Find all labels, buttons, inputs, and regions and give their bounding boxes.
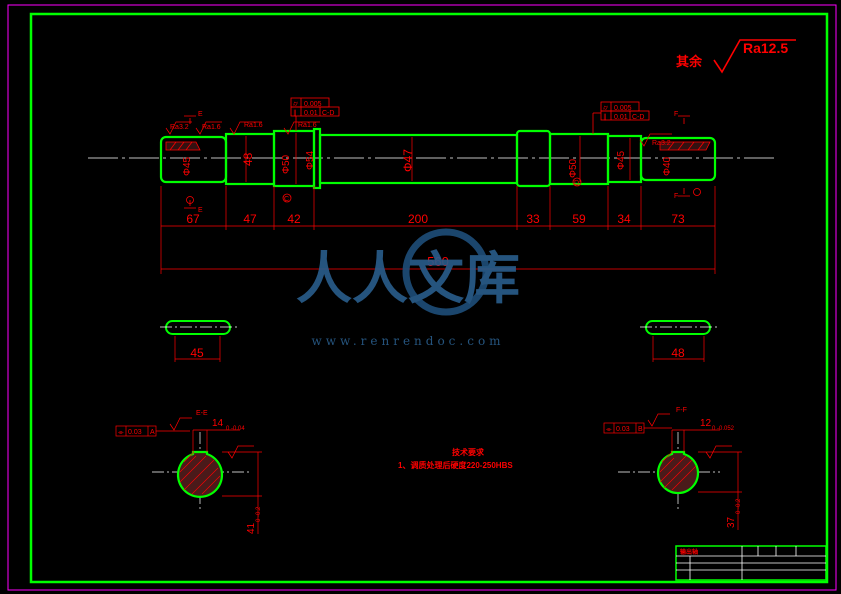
svg-text:E: E xyxy=(198,207,203,214)
length-59: 59 xyxy=(572,212,586,226)
shaft-main-view xyxy=(159,127,717,190)
svg-text:0.005: 0.005 xyxy=(614,105,632,112)
title-block-name: 输出轴 xyxy=(680,548,698,556)
svg-text:∥: ∥ xyxy=(603,113,607,121)
roughness-value: Ra12.5 xyxy=(743,40,788,56)
svg-text:Ra1.6: Ra1.6 xyxy=(202,124,221,131)
datum-markers xyxy=(186,177,701,204)
svg-text:⌯: ⌯ xyxy=(606,426,612,433)
svg-text:Ra3.2: Ra3.2 xyxy=(170,124,189,131)
length-34: 34 xyxy=(617,212,631,226)
section-f-title: F-F xyxy=(676,407,687,414)
svg-text:⌭: ⌭ xyxy=(293,101,298,108)
svg-text:A: A xyxy=(150,429,155,436)
svg-text:12: 12 xyxy=(700,418,712,429)
svg-text:0.01: 0.01 xyxy=(304,110,318,117)
length-42: 42 xyxy=(287,212,301,226)
dia-label: Φ40 xyxy=(662,156,673,176)
outer-border xyxy=(7,4,837,591)
length-dim-values: 67 47 42 200 33 59 34 73 560 xyxy=(186,212,685,269)
total-length: 560 xyxy=(427,254,449,269)
svg-text:0 -0.052: 0 -0.052 xyxy=(712,426,735,432)
svg-text:0.01: 0.01 xyxy=(614,114,628,121)
section-e-title: E-E xyxy=(196,410,208,417)
svg-text:0.03: 0.03 xyxy=(616,426,630,433)
roughness-symbol-icon xyxy=(713,39,796,74)
svg-text:0.03: 0.03 xyxy=(128,429,142,436)
svg-text:⌯: ⌯ xyxy=(118,429,124,436)
diameter-dim-lines xyxy=(245,133,631,184)
dia-label: Φ54 xyxy=(305,150,316,170)
watermark-text: 人人文库 xyxy=(296,246,520,312)
dia-label: Φ50 xyxy=(568,158,579,178)
dia-label: 48 xyxy=(241,152,255,166)
dia-label: Φ47 xyxy=(401,149,415,172)
keyway-dim-left xyxy=(174,336,221,362)
svg-text:E: E xyxy=(198,111,203,118)
general-roughness: 其余 Ra12.5 xyxy=(676,39,796,74)
drawing-frame xyxy=(29,12,829,584)
length-33: 33 xyxy=(526,212,540,226)
section-e-e: E-E 14 0 -0.04 41 0 -0.2 ⌯ 0.03 A xyxy=(115,410,262,534)
length-dim-lines xyxy=(160,186,716,274)
tech-req-item-1: 1、调质处理后硬度220-250HBS xyxy=(398,460,513,470)
length-73: 73 xyxy=(671,212,685,226)
svg-text:0 -0.2: 0 -0.2 xyxy=(736,498,742,514)
svg-text:F: F xyxy=(674,111,678,118)
svg-text:0 -0.04: 0 -0.04 xyxy=(226,426,245,432)
svg-text:Ra1.6: Ra1.6 xyxy=(244,122,263,129)
diameter-labels: Φ45 48 Φ50 Φ54 Φ47 Φ50 Φ45 Φ40 xyxy=(182,149,673,178)
length-67: 67 xyxy=(186,212,200,226)
length-200: 200 xyxy=(408,212,428,226)
keyway-hatch-left xyxy=(165,141,201,151)
svg-text:⌭: ⌭ xyxy=(603,105,608,112)
dia-label: Φ50 xyxy=(281,154,292,174)
title-block xyxy=(675,545,827,581)
geometric-tolerance-frames: ⌭ 0.005 ∥ 0.01 C-D ⌭ 0.005 ∥ 0.01 C-D xyxy=(290,97,650,134)
svg-text:C-D: C-D xyxy=(632,114,644,121)
svg-text:C-D: C-D xyxy=(322,110,334,117)
svg-text:∥: ∥ xyxy=(293,109,297,117)
keyway-hatch-right xyxy=(659,141,711,151)
datum-label-d: D xyxy=(574,180,579,187)
svg-text:F: F xyxy=(674,193,678,200)
svg-text:Ra3.2: Ra3.2 xyxy=(652,140,671,147)
keyway-length-right: 48 xyxy=(671,346,685,360)
length-47: 47 xyxy=(243,212,257,226)
svg-text:37: 37 xyxy=(726,516,737,528)
keyway-view-left xyxy=(165,320,231,335)
dia-label: Φ45 xyxy=(616,150,627,170)
tech-req-title: 技术要求 xyxy=(452,447,485,457)
keyway-view-right xyxy=(645,320,711,335)
roughness-prefix: 其余 xyxy=(676,54,703,69)
watermark: 人人文库 www.renrendoc.com xyxy=(296,228,520,348)
dia-label: Φ45 xyxy=(182,156,193,176)
section-cut-marks: E E F F xyxy=(184,111,690,214)
keyway-length-left: 45 xyxy=(190,346,204,360)
datum-label-c: C xyxy=(284,196,289,203)
watermark-url: www.renrendoc.com xyxy=(311,334,504,348)
svg-text:Ra1.6: Ra1.6 xyxy=(298,122,317,129)
svg-text:0 -0.2: 0 -0.2 xyxy=(256,506,262,522)
svg-text:0.005: 0.005 xyxy=(304,101,322,108)
svg-text:14: 14 xyxy=(212,418,224,429)
keyway-dim-right xyxy=(652,336,705,362)
section-f-f: F-F 12 0 -0.052 37 0 -0.2 ⌯ 0.03 B xyxy=(603,407,742,530)
svg-text:41: 41 xyxy=(246,522,257,534)
surface-roughness-marks: Ra1.6 Ra1.6 Ra1.6 Ra3.2 Ra3.2 xyxy=(165,121,672,147)
svg-text:B: B xyxy=(638,426,643,433)
